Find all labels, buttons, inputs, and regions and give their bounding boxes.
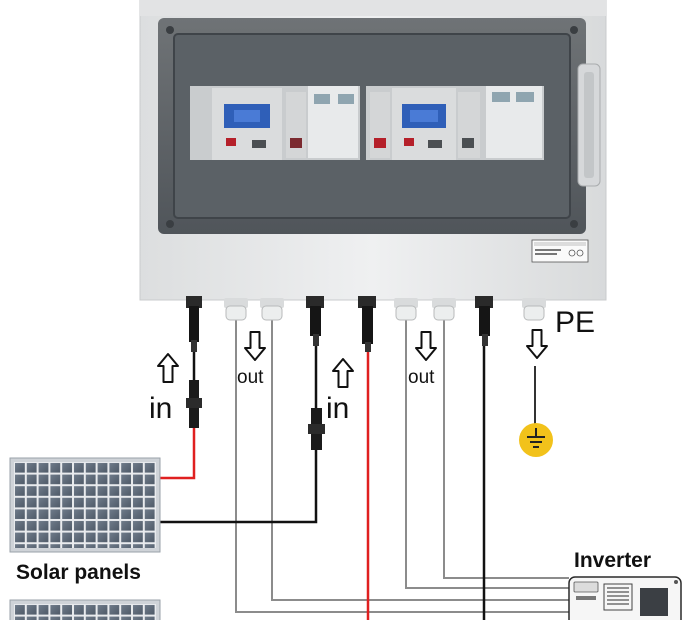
cable-gland-3 xyxy=(394,298,418,321)
solar-panel-1 xyxy=(9,457,161,553)
arrow-down-icon-out-1 xyxy=(244,331,266,361)
positive-wires xyxy=(160,350,370,620)
inline-mc4-connector-1 xyxy=(186,380,202,428)
wires xyxy=(160,320,569,620)
label-out-2: out xyxy=(408,367,435,388)
arrow-down-icon-pe xyxy=(526,329,548,359)
breaker-group-1 xyxy=(190,86,360,160)
label-in-1: in xyxy=(149,392,172,425)
ac-out-wires xyxy=(235,320,569,613)
ac-wire-1 xyxy=(235,320,569,613)
cable-gland-4 xyxy=(432,298,456,321)
label-in-2: in xyxy=(326,392,349,425)
arrow-down-icon-out-2 xyxy=(415,331,437,361)
cable-gland-2 xyxy=(260,298,284,321)
mc4-connector-top-4 xyxy=(475,296,493,346)
combiner-box xyxy=(139,0,607,301)
arrow-up-icon-in-1 xyxy=(157,353,179,383)
label-solar-panels: Solar panels xyxy=(16,561,141,584)
inverter xyxy=(568,576,682,620)
ac-wire-2 xyxy=(271,320,569,601)
mc4-connector-top-2 xyxy=(306,296,324,346)
ac-wire-4 xyxy=(443,320,569,579)
arrow-up-icon-in-2 xyxy=(332,358,354,388)
ground-icon xyxy=(519,423,553,457)
cable-gland-pe xyxy=(522,298,546,321)
ac-wire-3 xyxy=(405,320,569,589)
solar-panel-2 xyxy=(9,599,161,620)
positive-wire-1 xyxy=(160,428,196,480)
breaker-group-2 xyxy=(366,86,544,160)
mc4-connector-top-3 xyxy=(358,296,376,352)
mc4-connector-top-1 xyxy=(186,296,202,352)
inline-mc4-connector-2 xyxy=(308,408,325,450)
negative-wires xyxy=(160,344,486,620)
label-out-1: out xyxy=(237,367,264,388)
nameplate-label xyxy=(531,239,589,263)
negative-wire-3 xyxy=(160,450,318,524)
cable-gland-1 xyxy=(224,298,248,321)
label-pe: PE xyxy=(555,306,595,339)
label-inverter: Inverter xyxy=(574,549,651,572)
